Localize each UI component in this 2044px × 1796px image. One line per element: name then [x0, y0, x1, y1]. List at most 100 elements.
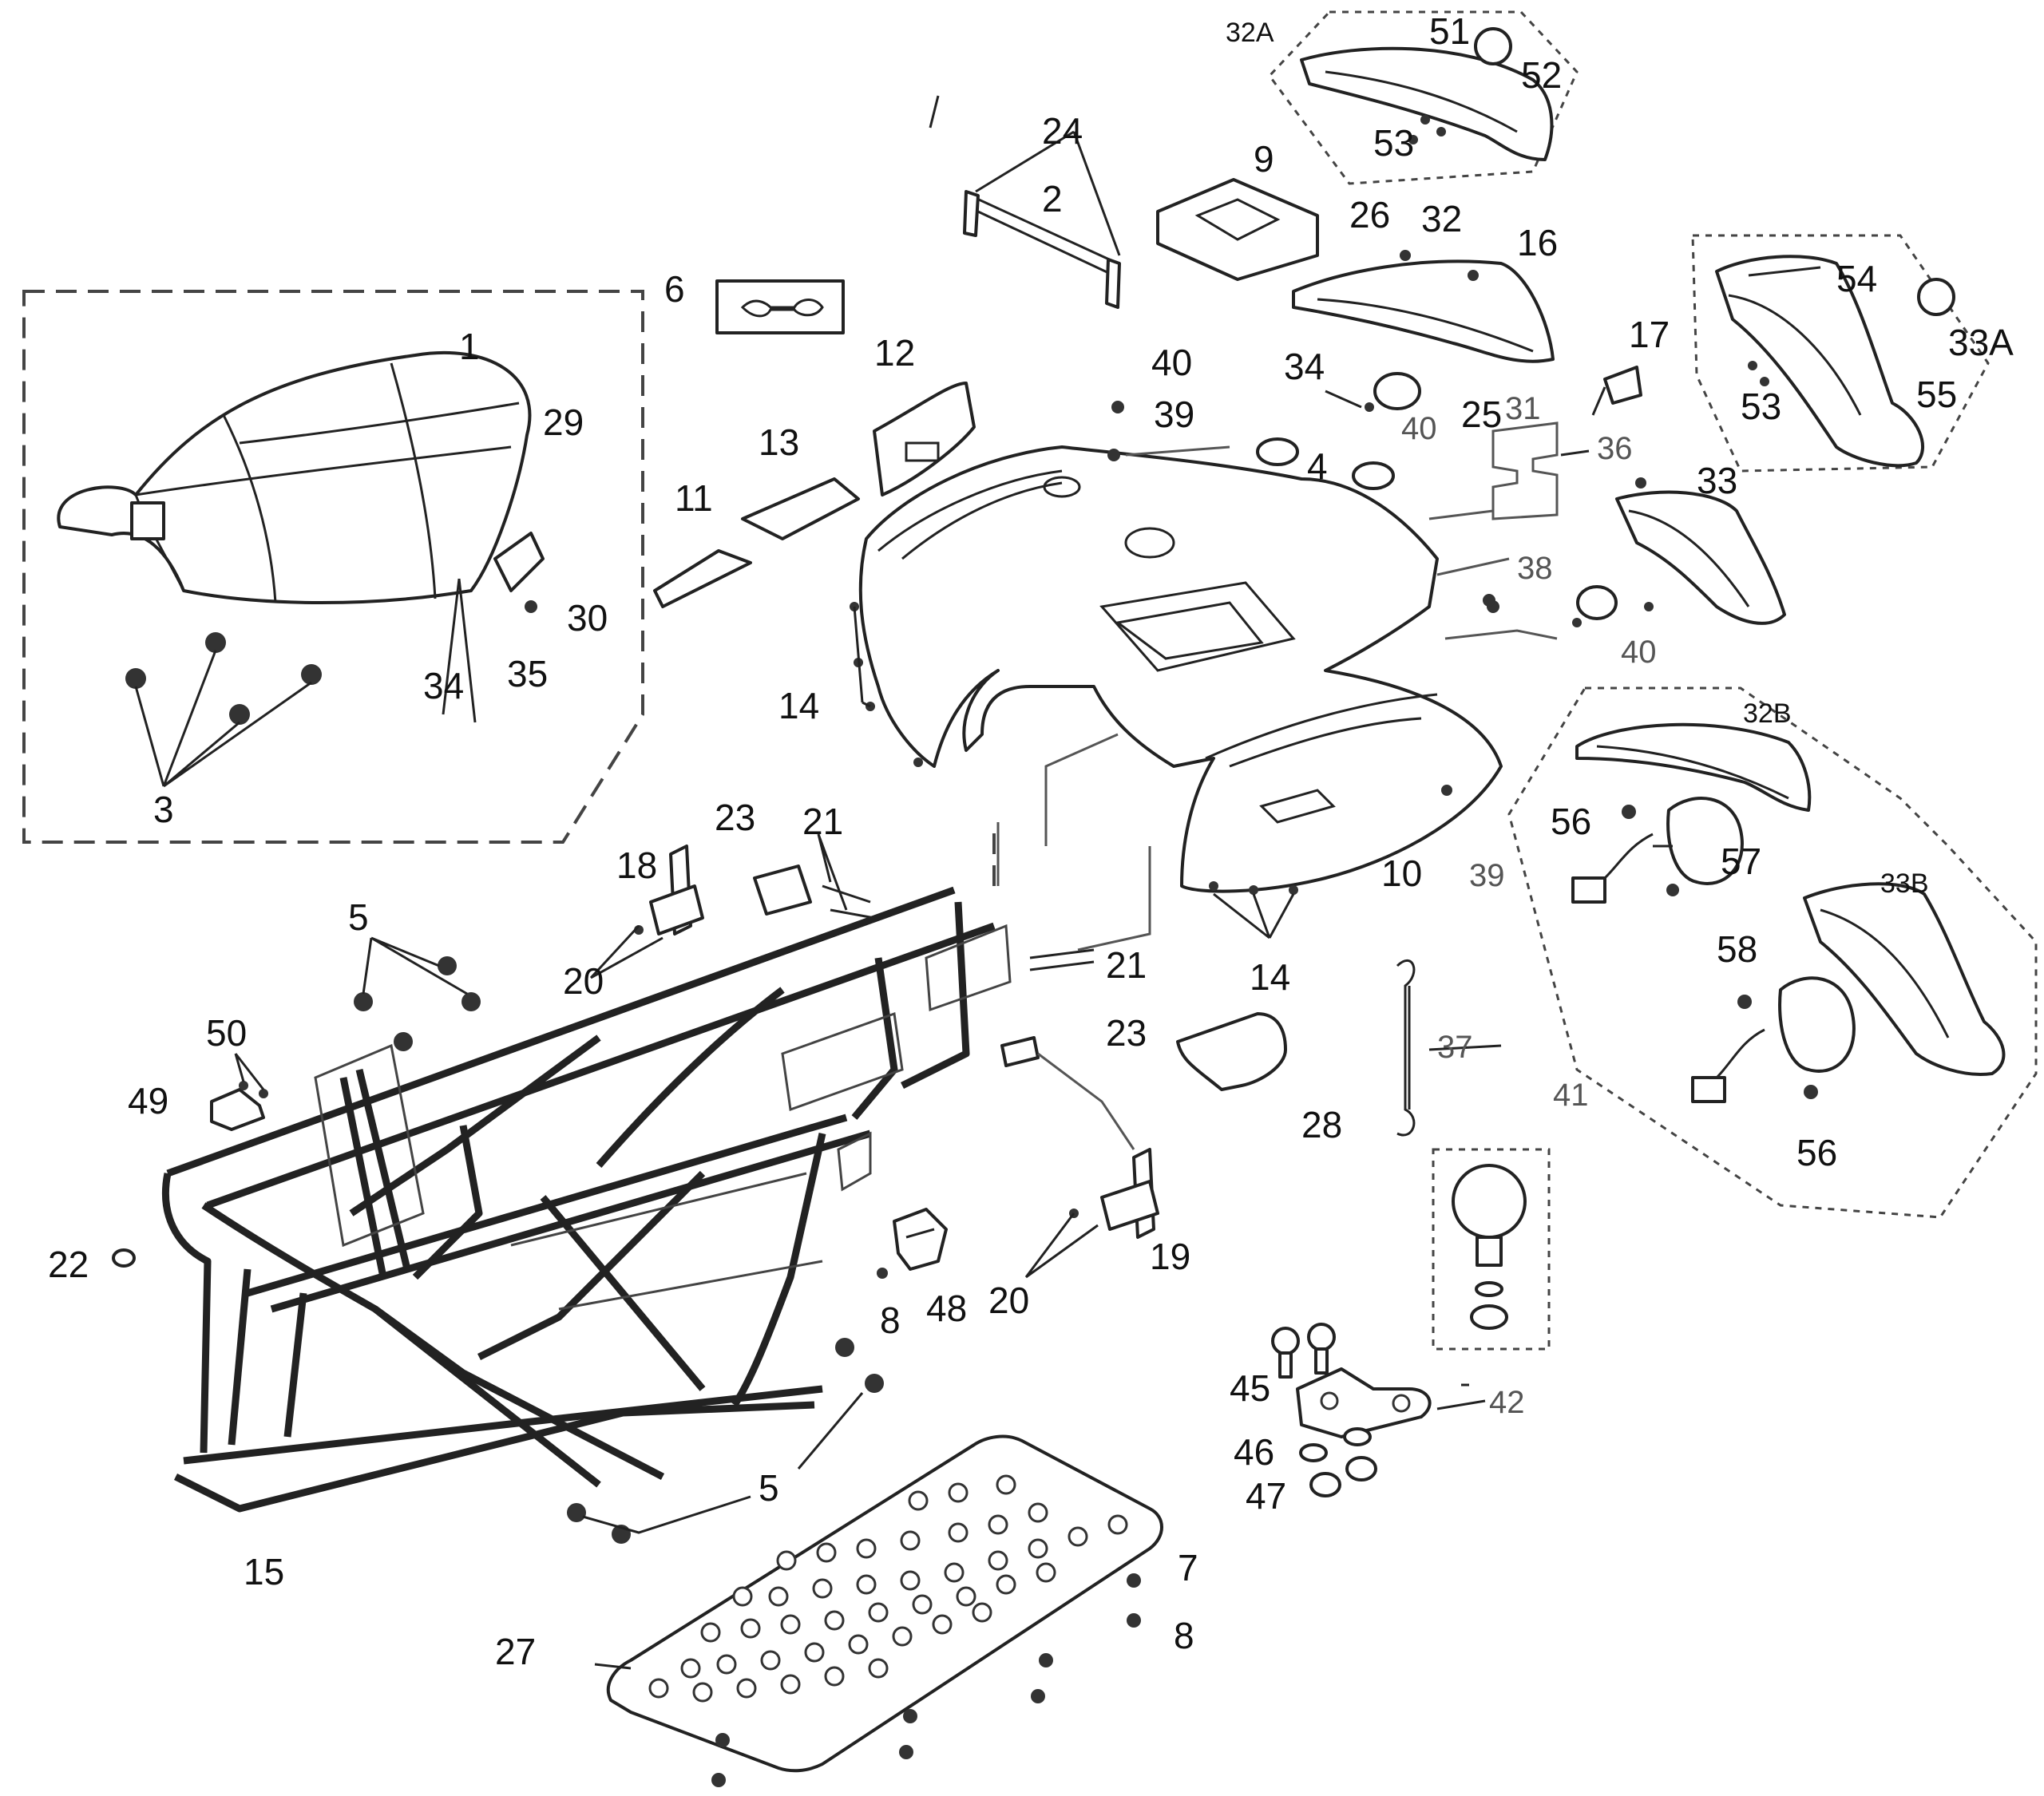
screws-53b: [1748, 361, 1769, 386]
callout-39a: 39: [1154, 394, 1194, 435]
callout-23b: 23: [1106, 1012, 1147, 1054]
light-housing-32: [1292, 250, 1555, 363]
bushing-40b: [1572, 585, 1654, 627]
main-frame-15: [161, 886, 1012, 1513]
strip-11: [653, 549, 752, 608]
callout-57: 57: [1721, 841, 1761, 882]
bolts-45: [1271, 1323, 1336, 1379]
cap-22: [112, 1248, 136, 1268]
light-group-b-box: [1507, 686, 2038, 1219]
callout-8a: 8: [880, 1300, 901, 1341]
cover-28: [1176, 1012, 1287, 1091]
callout-9: 9: [1254, 138, 1274, 180]
plate-12: [873, 382, 976, 496]
callout-19: 19: [1150, 1236, 1190, 1277]
callout-31: 31: [1505, 391, 1541, 426]
callout-3: 3: [153, 789, 174, 830]
callout-34a: 34: [423, 665, 464, 706]
callout-30: 30: [567, 597, 608, 639]
callout-41: 41: [1553, 1078, 1589, 1113]
light-group-32a-box: [1268, 10, 1579, 185]
callout-33a: 33A: [1948, 322, 2014, 363]
callout-7: 7: [1178, 1547, 1198, 1588]
frame-bracket-23b: [1000, 1036, 1040, 1067]
callout-15: 15: [244, 1551, 284, 1592]
wrench-6: [715, 279, 845, 334]
callout-34b: 34: [1284, 346, 1325, 387]
callout-25: 25: [1461, 394, 1502, 435]
callout-54: 54: [1836, 258, 1877, 299]
callout-8b: 8: [1174, 1615, 1194, 1656]
callout-46: 46: [1234, 1431, 1274, 1473]
seat: [57, 350, 532, 604]
seat-latch-29: [493, 532, 545, 613]
callout-32b: 32B: [1743, 698, 1792, 729]
callout-20b: 20: [988, 1280, 1029, 1321]
callout-40a: 40: [1151, 342, 1192, 383]
callout-53a: 53: [1373, 122, 1414, 164]
callout-58: 58: [1717, 928, 1757, 970]
footrest-fasteners: [711, 1573, 1141, 1787]
pad-48: [893, 1208, 948, 1271]
lamp-57: [1571, 797, 1744, 904]
studs-21b: [1029, 948, 1095, 971]
light-housing-51: [1300, 46, 1554, 161]
grommets-5b: [567, 1338, 884, 1544]
callout-26: 26: [1349, 194, 1390, 235]
callout-39b: 39: [1469, 858, 1505, 893]
spacer-4: [1256, 437, 1395, 490]
light-housing-55: [1715, 255, 1925, 468]
light-group-33a-box: [1691, 234, 1990, 473]
seat-group-box: [22, 290, 644, 844]
footrest-27: [606, 1434, 1163, 1773]
callout-11: 11: [675, 477, 713, 519]
callout-36: 36: [1597, 431, 1633, 466]
rear-fender-10: [858, 445, 1503, 893]
callout-35: 35: [507, 653, 548, 694]
callout-52: 52: [1521, 54, 1562, 96]
callout-16: 16: [1517, 222, 1558, 263]
gasket-31: [1491, 421, 1559, 520]
callout-1: 1: [459, 326, 480, 367]
light-housing-32b: [1575, 722, 1812, 812]
callout-14b: 14: [1250, 956, 1290, 998]
callout-53b: 53: [1741, 386, 1781, 427]
callout-56a: 56: [1551, 801, 1591, 842]
callout-49: 49: [128, 1080, 168, 1122]
screws-53a: [1408, 115, 1446, 144]
callout-45: 45: [1230, 1367, 1270, 1409]
studs-21a: [822, 884, 875, 920]
callout-33b: 33B: [1880, 868, 1929, 899]
frame-bracket-23a: [753, 864, 812, 916]
callout-12: 12: [874, 332, 915, 374]
callout-6: 6: [664, 268, 685, 310]
callout-17: 17: [1629, 314, 1670, 355]
bracket-42: [1296, 1367, 1486, 1438]
callout-14a: 14: [778, 685, 819, 726]
callout-29: 29: [543, 402, 584, 443]
callout-13: 13: [759, 421, 799, 463]
callout-5a: 5: [348, 896, 369, 938]
light-housing-33: [1615, 477, 1786, 625]
bracket-2: [963, 190, 1121, 309]
callout-50: 50: [206, 1012, 247, 1054]
callout-32a: 32A: [1226, 18, 1274, 48]
callout-33: 33: [1697, 460, 1737, 501]
frame-bracket-18: [634, 845, 704, 936]
callout-55: 55: [1916, 374, 1957, 415]
callout-22: 22: [48, 1244, 89, 1285]
callout-40c: 40: [1621, 635, 1657, 670]
callout-51: 51: [1429, 10, 1470, 52]
callout-56b: 56: [1796, 1132, 1837, 1173]
callout-28: 28: [1301, 1104, 1342, 1145]
callout-38: 38: [1517, 551, 1553, 586]
callout-27: 27: [495, 1631, 536, 1672]
bushing-40a: [1365, 372, 1421, 412]
callout-37: 37: [1437, 1030, 1473, 1065]
callout-21b: 21: [1106, 944, 1147, 986]
callout-24: 24: [1042, 110, 1083, 152]
part-41-box: [1432, 1148, 1551, 1351]
callout-4: 4: [1307, 445, 1328, 487]
connector-17: [1591, 366, 1642, 416]
grommets-5a: [354, 956, 481, 1051]
